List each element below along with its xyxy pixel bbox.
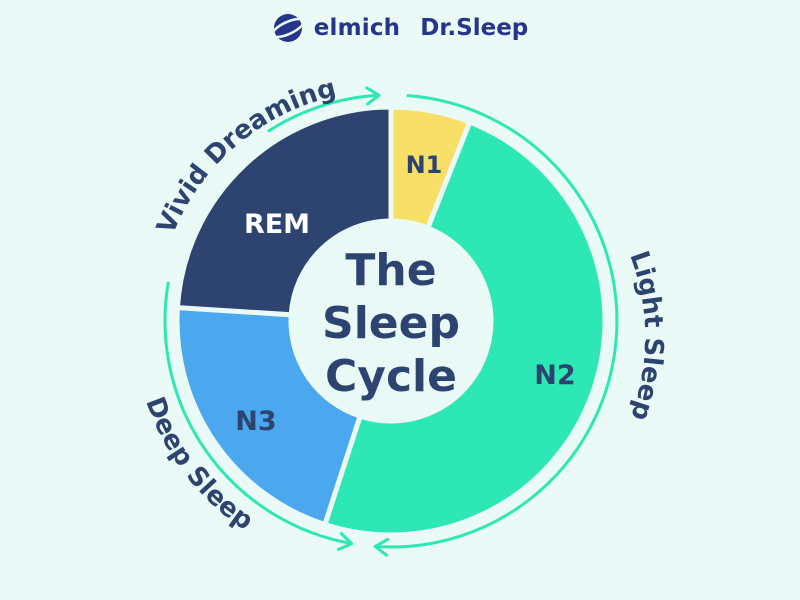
arrow-right	[375, 94, 619, 549]
brand-product: Dr.Sleep	[420, 15, 529, 41]
segment-label-rem: REM	[244, 209, 310, 240]
brand-name: elmich	[313, 15, 401, 41]
segment-rem	[174, 104, 394, 318]
arrow-top	[267, 93, 380, 133]
center-title-line-2: Sleep	[322, 298, 460, 349]
center-disc	[298, 228, 484, 414]
brand-header: elmich Dr.Sleep	[0, 8, 800, 48]
segment-n2	[322, 119, 608, 538]
cycle-segments	[174, 104, 608, 538]
segment-label-n1: N1	[406, 151, 443, 179]
segment-label-n3: N3	[235, 406, 276, 437]
center-title-line-1: The	[345, 245, 436, 296]
elmich-logo-icon	[271, 14, 304, 42]
arrow-bottom-left	[163, 281, 353, 546]
center-title-line-3: Cycle	[325, 351, 457, 402]
arrow-top-head	[365, 86, 381, 106]
arrow-right-head	[373, 537, 390, 557]
arc-label-light-sleep: Light Sleep	[623, 247, 668, 424]
segment-label-n2: N2	[534, 360, 575, 391]
segment-n3	[174, 305, 363, 528]
arrow-bottom-left-head	[337, 532, 354, 551]
cycle-arrows	[163, 86, 619, 557]
